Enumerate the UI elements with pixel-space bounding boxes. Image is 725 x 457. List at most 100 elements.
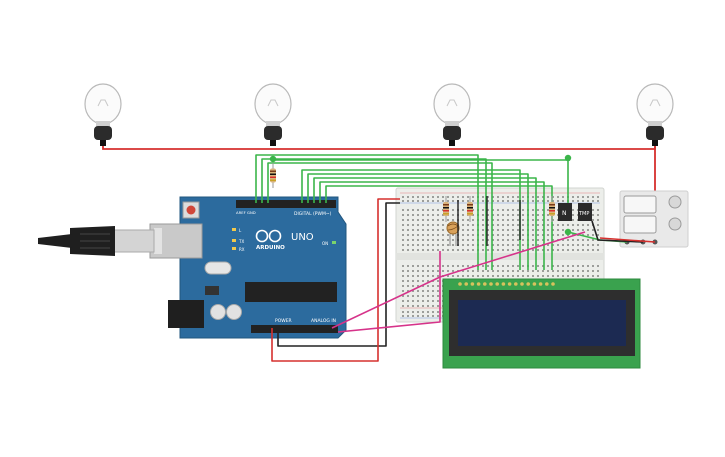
resistor-4[interactable] [549, 196, 555, 222]
breadboard-hole [422, 285, 424, 287]
breadboard-hole [427, 280, 429, 282]
breadboard-hole [542, 219, 544, 221]
resistor-1[interactable] [270, 163, 276, 188]
breadboard-hole [457, 275, 459, 277]
breadboard-hole [482, 270, 484, 272]
breadboard-hole [412, 295, 414, 297]
bulb-4[interactable] [636, 83, 674, 146]
breadboard-hole [442, 196, 444, 198]
bulb-1[interactable] [84, 83, 122, 146]
breadboard-hole [557, 275, 559, 277]
breadboard-hole [407, 200, 409, 202]
breadboard-hole [417, 285, 419, 287]
lcd-pin [526, 282, 530, 286]
breadboard-hole [522, 196, 524, 198]
breadboard-hole [442, 249, 444, 251]
breadboard-hole [472, 219, 474, 221]
breadboard-hole [467, 244, 469, 246]
breadboard-hole [522, 270, 524, 272]
breadboard-hole [532, 214, 534, 216]
wire-green-d13[interactable] [255, 154, 479, 270]
breadboard-hole [467, 219, 469, 221]
breadboard-hole [482, 196, 484, 198]
lcd-pin [476, 282, 481, 286]
breadboard-hole [522, 234, 524, 236]
breadboard-hole [577, 265, 579, 267]
breadboard-hole [422, 249, 424, 251]
breadboard-hole [592, 244, 594, 246]
wire-red-relay[interactable] [599, 237, 656, 243]
breadboard-hole [552, 270, 554, 272]
breadboard-hole [452, 239, 454, 241]
lcd-16x2-display[interactable] [442, 278, 641, 369]
relay-module[interactable] [619, 190, 689, 248]
transistor-n[interactable]: N [558, 203, 572, 221]
breadboard-hole [402, 290, 404, 292]
usb-cable[interactable] [38, 226, 155, 256]
breadboard-hole [432, 200, 434, 202]
breadboard-hole [412, 249, 414, 251]
junction-green-3[interactable] [564, 228, 572, 236]
breadboard-hole [462, 229, 464, 231]
bulb-3[interactable] [433, 83, 471, 146]
breadboard-hole [427, 219, 429, 221]
breadboard-hole [497, 200, 499, 202]
breadboard-hole [522, 229, 524, 231]
resistor-2[interactable] [443, 196, 449, 222]
wire-green-d12[interactable] [261, 158, 487, 270]
breadboard-hole [577, 275, 579, 277]
junction-green-2[interactable] [564, 154, 572, 162]
breadboard-hole [507, 265, 509, 267]
wire-black-gnd-rail[interactable] [277, 202, 400, 347]
breadboard-hole [447, 196, 449, 198]
breadboard-hole [442, 270, 444, 272]
breadboard-hole [452, 270, 454, 272]
breadboard-hole [597, 265, 599, 267]
wire-green-d3[interactable] [325, 185, 553, 270]
wire-green-d4[interactable] [319, 181, 545, 270]
wire-red-5v[interactable] [271, 198, 400, 362]
arduino-model-label: UNO [291, 232, 314, 243]
wire-green-d11[interactable] [267, 162, 493, 270]
breadboard-hole [422, 209, 424, 211]
wire-magenta-a1[interactable] [337, 251, 441, 333]
arduino-uno-board[interactable]: ARDUINO UNO DIGITAL (PWM~) POWER ANALOG … [149, 196, 347, 339]
breadboard-hole [422, 300, 424, 302]
wire-green-d5[interactable] [313, 177, 537, 270]
breadboard-hole [402, 300, 404, 302]
breadboard-hole [487, 224, 489, 226]
breadboard-hole [447, 249, 449, 251]
bulb-2[interactable] [254, 83, 292, 146]
breadboard-hole [512, 239, 514, 241]
breadboard-hole [482, 244, 484, 246]
wire-red-bulbs[interactable] [102, 146, 656, 150]
breadboard-hole [402, 305, 404, 307]
breadboard-hole [547, 234, 549, 236]
breadboard-hole [442, 234, 444, 236]
breadboard-hole [537, 209, 539, 211]
wire-green-d6[interactable] [307, 173, 529, 270]
breadboard-hole [592, 239, 594, 241]
breadboard-hole [557, 244, 559, 246]
resistor-3[interactable] [467, 196, 473, 222]
temperature-sensor-tmp[interactable]: TMP [578, 203, 592, 221]
breadboard-hole [527, 275, 529, 277]
breadboard-hole [467, 270, 469, 272]
breadboard-hole [437, 285, 439, 287]
breadboard-hole [467, 275, 469, 277]
breadboard-hole [487, 275, 489, 277]
breadboard-hole [542, 265, 544, 267]
breadboard-hole [422, 224, 424, 226]
breadboard-hole [452, 209, 454, 211]
breadboard-hole [402, 285, 404, 287]
breadboard-hole [497, 229, 499, 231]
breadboard-hole [412, 290, 414, 292]
breadboard-hole [537, 229, 539, 231]
breadboard-hole [407, 290, 409, 292]
wire-black-relay-gnd[interactable] [591, 220, 644, 243]
breadboard-hole [507, 196, 509, 198]
breadboard-hole [417, 280, 419, 282]
breadboard-hole [492, 200, 494, 202]
junction-green-1[interactable] [269, 155, 277, 163]
breadboard-hole [532, 244, 534, 246]
